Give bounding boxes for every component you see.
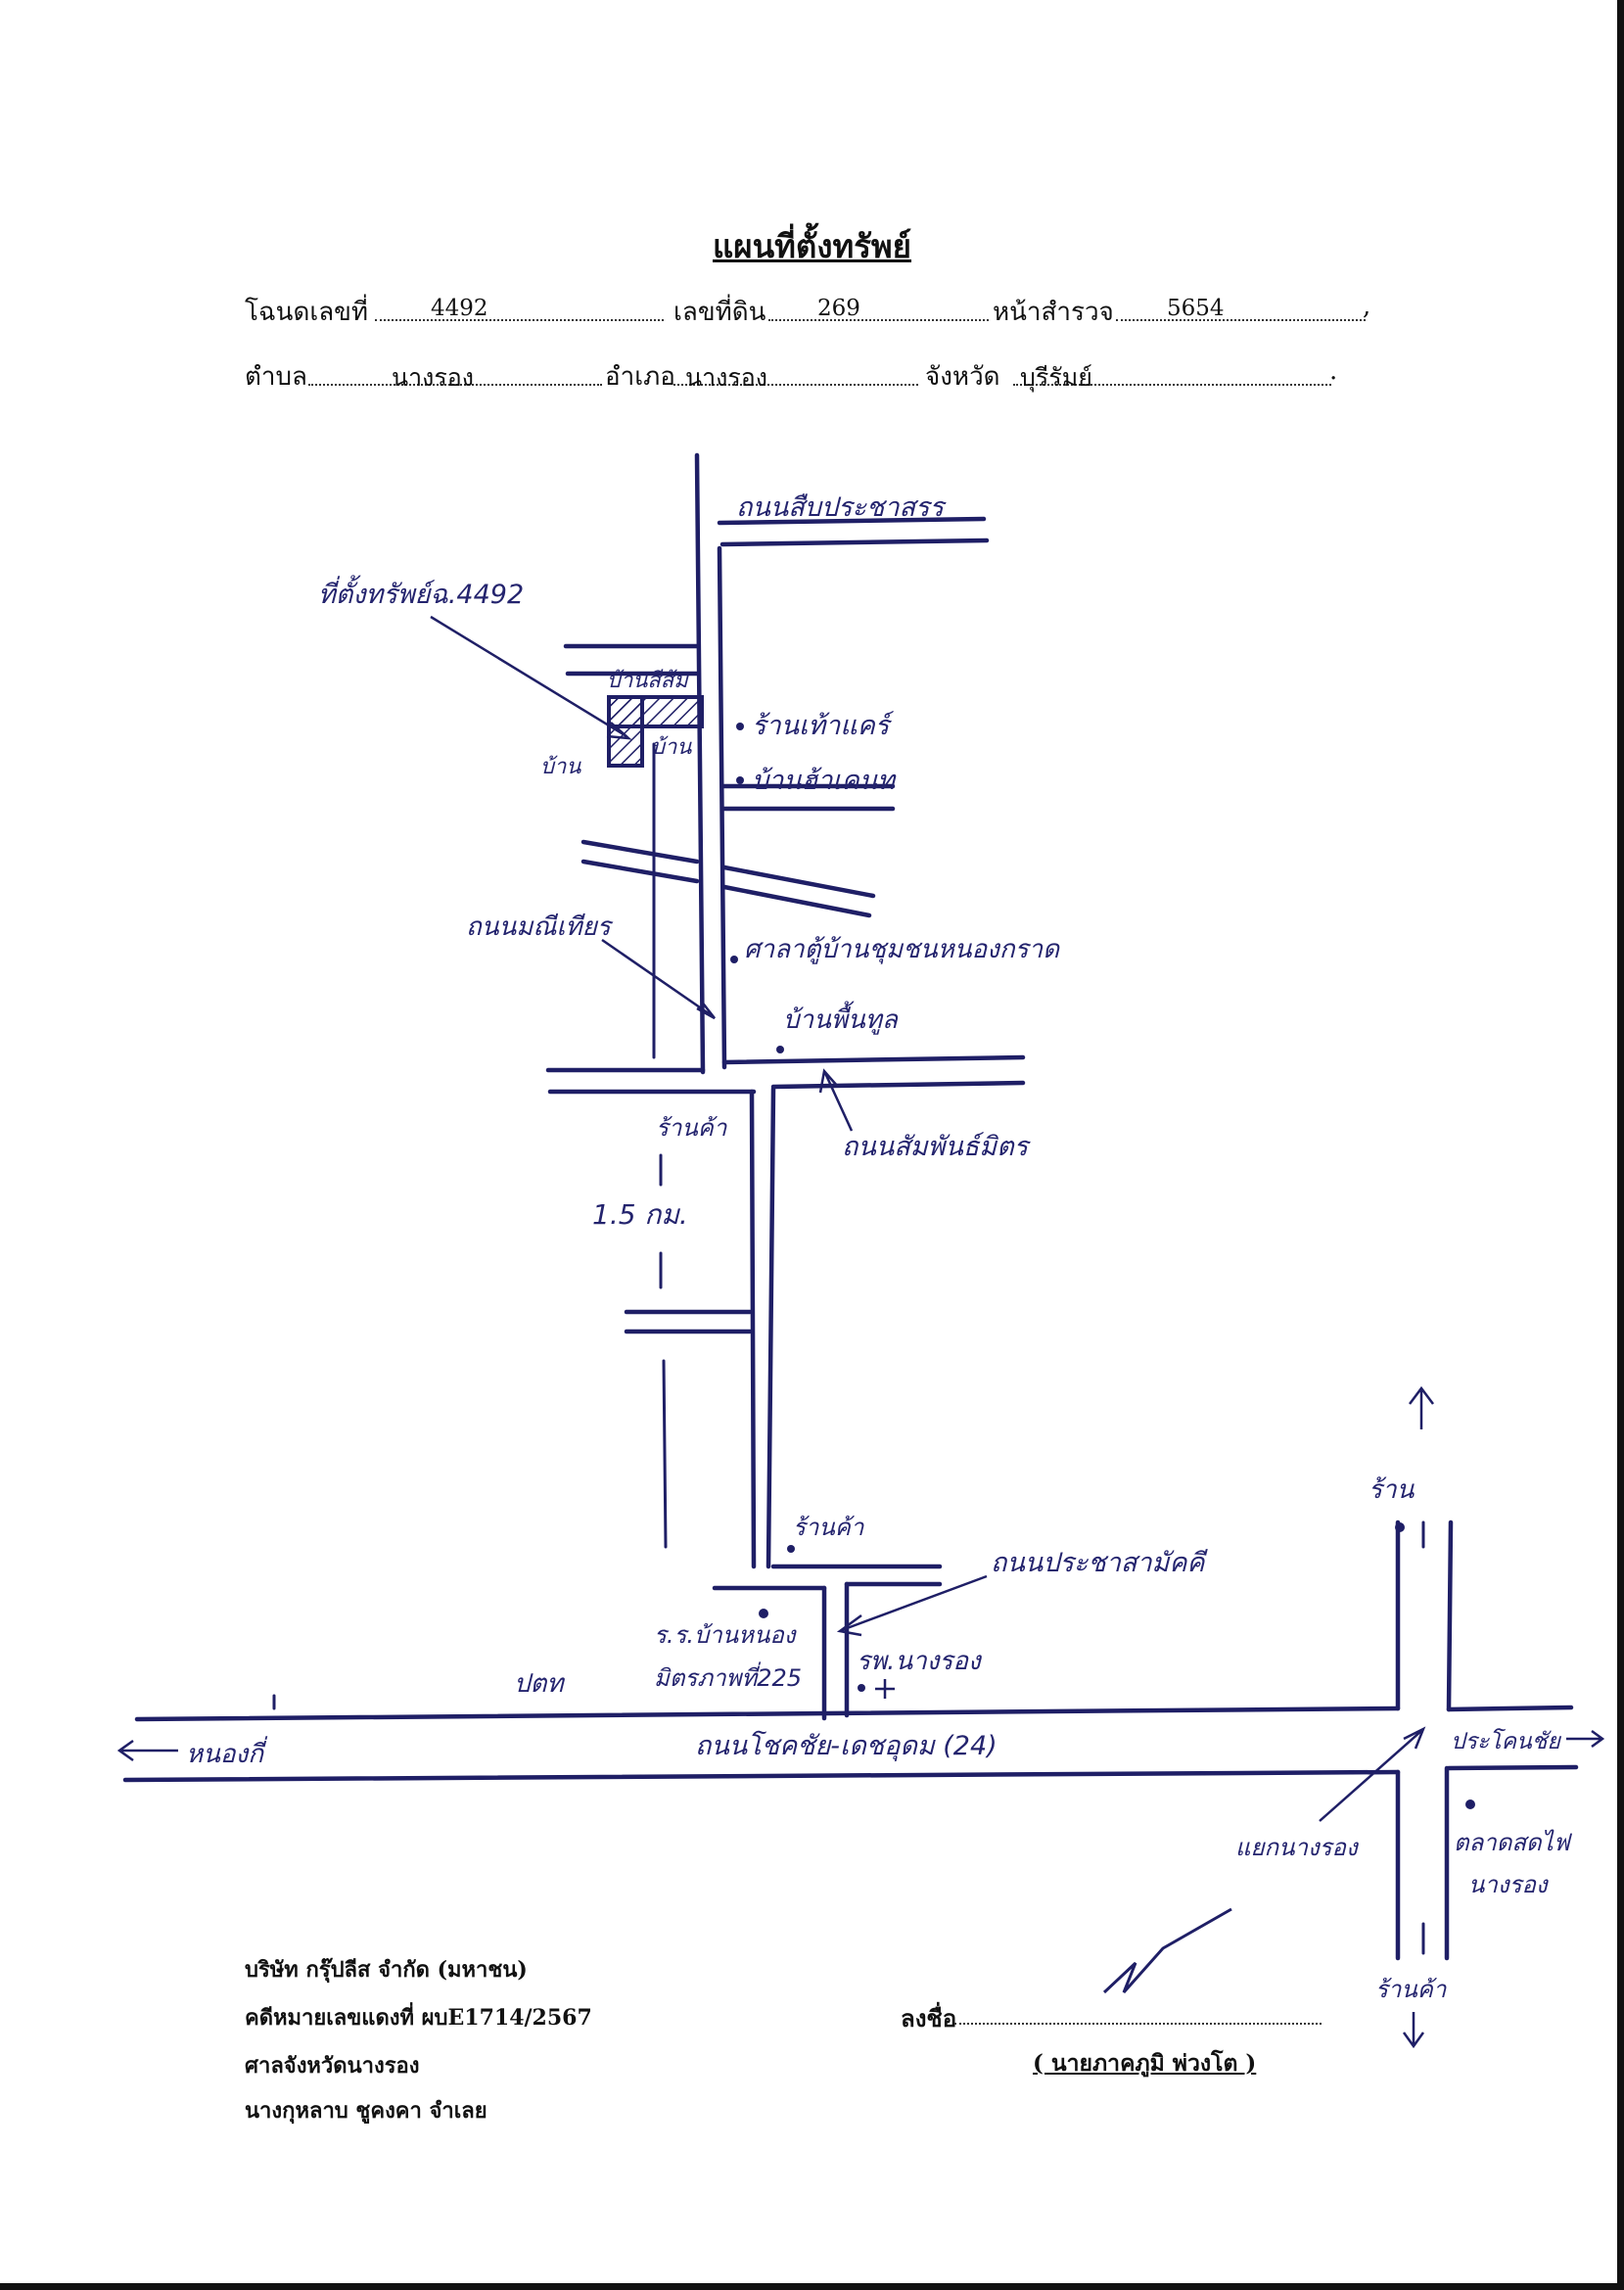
tambon-value: นางรอง (392, 363, 474, 392)
junction-north-east (1446, 1519, 1454, 1712)
label-north: ร้าน (1369, 1475, 1415, 1505)
province-value: บุรีรัมย์ (1020, 363, 1092, 392)
diagonal-road-a1 (580, 839, 700, 865)
label-distance: 1.5 กม. (592, 1198, 688, 1231)
highway-south-edge (122, 1769, 1401, 1783)
label-house3: บ้านพื้นทูล (783, 1001, 899, 1035)
label-shop3: ร้านค้า (656, 1114, 728, 1142)
label-school2: มิตรภาพที่225 (654, 1661, 802, 1692)
south-arrow (1402, 2012, 1425, 2049)
sam-road-pointer (818, 1068, 854, 1132)
land-number: 269 (817, 296, 860, 321)
label-road-pracha: ถนนประชาสามัคคี (991, 1548, 1208, 1578)
label-property: ที่ตั้งทรัพย์ฉ.4492 (318, 575, 524, 610)
period: . (1329, 356, 1338, 386)
mani-road-pointer (601, 938, 716, 1020)
label-road-sam: ถนนสัมพันธ์มิตร (842, 1132, 1032, 1162)
label-road-top: ถนนสืบประชาสรร (736, 492, 947, 523)
upper-road-east-edge (717, 545, 727, 1070)
label-east: ประโคนชัย (1451, 1728, 1561, 1754)
cross-road-east-north (721, 1054, 1026, 1065)
west-arrow (116, 1739, 178, 1762)
survey-number: 5654 (1167, 296, 1225, 321)
shop4-dot (787, 1545, 795, 1553)
property-pointer (430, 615, 632, 740)
sign-line (954, 2023, 1322, 2025)
highway-east-south (1446, 1764, 1579, 1771)
diagonal-road-b2 (721, 884, 872, 918)
label-house-right: บ้าน (651, 735, 692, 760)
deed-number-label: โฉนดเลขที่ (245, 298, 369, 327)
deed-number-line (375, 319, 664, 321)
cross-road-east-south (770, 1080, 1026, 1090)
tambon-label: ตำบล (245, 362, 307, 392)
province-label: จังหวัด (925, 362, 1000, 392)
tambon-line (308, 384, 602, 386)
deed-number: 4492 (431, 296, 488, 321)
province-line (1013, 384, 1331, 386)
house3-dot (776, 1046, 784, 1053)
label-house-left: บ้าน (540, 755, 581, 779)
hospital-dot (858, 1684, 865, 1692)
court-name: ศาลจังหวัดนางรอง (245, 2053, 420, 2079)
shop2-dot (736, 776, 744, 784)
signature (1102, 1907, 1232, 1994)
survey-number-label: หน้าสำรวจ (993, 298, 1114, 327)
top-road-south-edge (719, 537, 990, 547)
north-shop-dot (1395, 1522, 1405, 1532)
junction-pointer (1319, 1726, 1426, 1822)
label-shop2: บ้านฮ้าเคนท (752, 766, 897, 796)
property-parcel-side (607, 695, 644, 768)
lower-road-east-edge (766, 1086, 776, 1569)
upper-road-west-edge (694, 452, 706, 1075)
label-shop1: ร้านเท้าแคร์ (752, 711, 895, 741)
defendant-name: นางกุหลาบ ชูคงคา จำเลย (245, 2098, 487, 2124)
highway-east-north (1446, 1705, 1574, 1712)
signer-name: ( นายภาคภูมิ พ่วงโต ) (1033, 2050, 1257, 2077)
label-west: หนองกี่ (186, 1736, 268, 1769)
temple-dot (730, 956, 738, 963)
label-school1: ร.ร.บ้านหนอง (654, 1621, 798, 1649)
label-road-mani: ถนนมณีเทียร (466, 912, 614, 942)
north-arrow (1409, 1385, 1434, 1429)
diagonal-road-b1 (721, 865, 876, 899)
map-title: แผนที่ตั้งทรัพย์ (712, 227, 912, 265)
land-number-label: เลขที่ดิน (673, 298, 766, 327)
label-south: ร้านค้า (1375, 1976, 1448, 2003)
label-hospital: รพ.นางรอง (857, 1647, 983, 1676)
survey-number-line (1116, 319, 1366, 321)
sign-label: ลงชื่อ (901, 2004, 957, 2033)
hospital-cross-icon (875, 1679, 895, 1699)
shop1-dot (736, 723, 744, 730)
east-arrow (1566, 1729, 1605, 1749)
label-pump: ปตท (514, 1669, 565, 1699)
land-number-line (768, 319, 989, 321)
amphoe-label: อำเภอ (605, 362, 675, 392)
comma: , (1363, 292, 1371, 321)
label-junction: แยกนางรอง (1235, 1834, 1360, 1861)
label-market1: ตลาดสดไฟ (1454, 1829, 1573, 1856)
label-shop4: ร้านค้า (793, 1514, 865, 1541)
market-dot (1465, 1799, 1475, 1809)
amphoe-line (673, 384, 918, 386)
diagonal-road-a2 (580, 859, 700, 884)
school-dot (759, 1609, 768, 1618)
amphoe-value: นางรอง (685, 363, 767, 392)
company-name: บริษัท กรุ๊ปลีส จำกัด (มหาชน) (245, 1957, 528, 1983)
label-main-road: ถนนโชคชัย-เดชอุดม (24) (695, 1730, 998, 1762)
mid-lane-vertical (662, 1359, 668, 1549)
case-number: คดีหมายเลขแดงที่ ผบE1714/2567 (245, 2005, 592, 2031)
top-road-north-edge (717, 516, 987, 526)
lower-road-west-edge (749, 1089, 757, 1569)
label-house-top: บ้านสีส้ม (607, 669, 689, 693)
label-market2: นางรอง (1468, 1871, 1550, 1898)
highway-north-edge (134, 1706, 1401, 1722)
pracha-road-pointer (836, 1574, 988, 1637)
label-temple: ศาลาตู้บ้านชุมชนหนองกราด (744, 935, 1060, 964)
